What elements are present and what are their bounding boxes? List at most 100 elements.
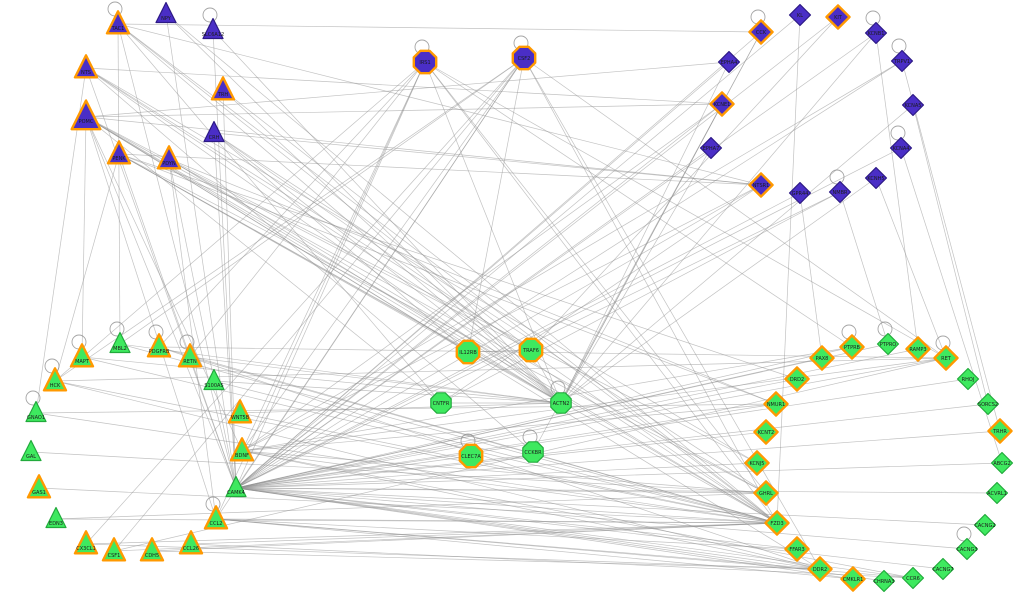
node-RAMP3[interactable]: RAMP3 bbox=[905, 336, 931, 362]
node-shape-diamond bbox=[807, 556, 833, 582]
node-KCNA4[interactable]: KCNA4 bbox=[889, 136, 913, 160]
node-shape-triangle bbox=[229, 437, 255, 462]
edge-BDNF-RET bbox=[241, 357, 947, 452]
node-KL[interactable]: KL bbox=[788, 3, 812, 27]
edge-CAMK4-RHOJ bbox=[235, 378, 969, 489]
node-TRAF6[interactable]: TRAF6 bbox=[518, 337, 544, 363]
edge-CCL2-CMKLR1 bbox=[215, 518, 854, 580]
node-shape-diamond bbox=[748, 172, 774, 198]
edge-PENK-HCK bbox=[54, 153, 120, 382]
node-CX3CL1[interactable]: CX3CL1 bbox=[73, 530, 99, 555]
edge-WNT5B-FZD3 bbox=[239, 412, 778, 524]
node-FFAR3[interactable]: FFAR3 bbox=[784, 536, 810, 562]
node-GAS1[interactable]: GAS1 bbox=[26, 474, 52, 499]
node-ACTN2[interactable]: ACTN2 bbox=[550, 392, 572, 414]
node-shape-triangle bbox=[203, 120, 225, 143]
node-CACNG3[interactable]: CACNG3 bbox=[955, 537, 979, 561]
node-NPY[interactable]: NPY bbox=[155, 1, 177, 24]
edge-IRS1-RETN bbox=[189, 61, 426, 358]
node-CCR6[interactable]: CCR6 bbox=[901, 566, 925, 590]
node-KCNE1[interactable]: KCNE1 bbox=[709, 91, 735, 117]
node-CCK[interactable]: CCK bbox=[748, 19, 774, 45]
node-KCNH5[interactable]: KCNH5 bbox=[864, 166, 888, 190]
node-CSF2[interactable]: CSF2 bbox=[511, 45, 537, 71]
node-KCNT2[interactable]: KCNT2 bbox=[753, 419, 779, 445]
edge-POMC-FZD3 bbox=[85, 116, 778, 524]
edge-CAMK4-DRD2 bbox=[235, 378, 798, 489]
self-loop-NMBR bbox=[829, 169, 845, 185]
node-GAL[interactable]: GAL bbox=[20, 439, 42, 462]
edge-KCNB1-ACTN2 bbox=[560, 32, 877, 404]
edge-BDNF-GHRL bbox=[241, 450, 767, 494]
node-TRHR[interactable]: TRHR bbox=[987, 418, 1013, 444]
node-GHRL[interactable]: GHRL bbox=[753, 480, 779, 506]
node-MBL2[interactable]: MBL2 bbox=[109, 331, 131, 354]
edge-CAMK4-FFAR3 bbox=[235, 487, 798, 550]
edge-PENK-NTSR1 bbox=[118, 153, 762, 186]
edge-TRPV1-BDNF bbox=[241, 60, 903, 452]
edge-KCNA5-ACTN2 bbox=[560, 104, 914, 404]
edge-GNAO1-FZD3 bbox=[35, 412, 778, 524]
node-RET[interactable]: RET bbox=[933, 345, 959, 371]
edge-NTS-FZD3 bbox=[85, 67, 778, 524]
node-shape-triangle bbox=[156, 145, 182, 170]
node-ABCG2[interactable]: ABCG2 bbox=[990, 451, 1014, 475]
edge-CSF2-CX3CL1 bbox=[85, 57, 525, 545]
node-shape-diamond bbox=[748, 19, 774, 45]
edge-S100A5-FZD3 bbox=[213, 380, 778, 524]
node-KIT[interactable]: KIT bbox=[825, 4, 851, 30]
node-IRS1[interactable]: IRS1 bbox=[412, 49, 438, 75]
edge-KCNA4-CAMK4 bbox=[235, 147, 902, 489]
edge-NTS-ACTN2 bbox=[85, 67, 562, 404]
node-shape-diamond bbox=[788, 181, 812, 205]
node-GNAO1[interactable]: GNAO1 bbox=[25, 400, 47, 423]
edge-IRS1-CAMK4 bbox=[235, 61, 426, 489]
node-SLC6A12[interactable]: SLC6A12 bbox=[202, 17, 224, 40]
node-ACVRL1[interactable]: ACVRL1 bbox=[985, 481, 1009, 505]
edge-NTS-KCNE1 bbox=[85, 67, 723, 105]
edge-CAMK4-RAMP3 bbox=[235, 348, 919, 489]
node-KCNA5[interactable]: KCNA5 bbox=[901, 93, 925, 117]
node-NTSR1[interactable]: NTSR1 bbox=[748, 172, 774, 198]
edge-SLC6A12-CAMK4 bbox=[212, 29, 237, 489]
node-S100A5[interactable]: S100A5 bbox=[203, 368, 225, 391]
edge-POMC-BDNF bbox=[85, 116, 243, 452]
edge-CRH-CAMK4 bbox=[213, 132, 237, 489]
node-POMC[interactable]: POMC bbox=[70, 99, 102, 131]
node-RHOJ[interactable]: RHOJ bbox=[956, 367, 980, 391]
node-CRH[interactable]: CRH bbox=[203, 120, 225, 143]
node-KCNB1[interactable]: KCNB1 bbox=[864, 21, 888, 45]
edge-CAMK4-PTPRB bbox=[235, 346, 853, 489]
edge-IRS1-GHRL bbox=[424, 61, 767, 494]
node-shape-octagon bbox=[518, 337, 544, 363]
node-TRPV1[interactable]: TRPV1 bbox=[890, 49, 914, 73]
node-EDN3[interactable]: EDN3 bbox=[45, 506, 67, 529]
node-CNTFR[interactable]: CNTFR bbox=[430, 392, 452, 414]
self-loop-MBL2 bbox=[109, 321, 125, 337]
edge-POMC-CNTFR bbox=[85, 116, 442, 404]
node-GPR44[interactable]: GPR44 bbox=[788, 181, 812, 205]
node-PENK[interactable]: PENK bbox=[106, 140, 132, 165]
node-IL12RB[interactable]: IL12RB bbox=[455, 339, 481, 365]
node-CLEC7A[interactable]: CLEC7A bbox=[458, 443, 484, 469]
edge-IRS1-FZD3 bbox=[424, 61, 778, 524]
node-DDR2[interactable]: DDR2 bbox=[807, 556, 833, 582]
edge-TAC1-MBL2 bbox=[117, 23, 121, 345]
edge-NPY-CAMK4 bbox=[165, 13, 237, 489]
node-NMBR[interactable]: NMBR bbox=[828, 180, 852, 204]
node-shape-triangle bbox=[42, 367, 68, 392]
node-EPHA4[interactable]: EPHA4 bbox=[717, 50, 741, 74]
edge-RETN-ACTN2 bbox=[189, 356, 562, 404]
node-NTS[interactable]: NTS bbox=[73, 54, 99, 79]
node-PTPRB[interactable]: PTPRB bbox=[839, 334, 865, 360]
node-CACNG2[interactable]: CACNG2 bbox=[973, 513, 997, 537]
edge-KCNB1-CAMK4 bbox=[235, 32, 877, 489]
node-shape-triangle bbox=[177, 343, 203, 368]
node-shape-diamond bbox=[717, 50, 741, 74]
node-CACNG7[interactable]: CACNG7 bbox=[931, 557, 955, 581]
node-PTPRO[interactable]: PTPRO bbox=[876, 332, 900, 356]
node-CCKBR[interactable]: CCKBR bbox=[522, 441, 544, 463]
node-PAX8[interactable]: PAX8 bbox=[809, 345, 835, 371]
node-PDYN[interactable]: PDYN bbox=[156, 145, 182, 170]
